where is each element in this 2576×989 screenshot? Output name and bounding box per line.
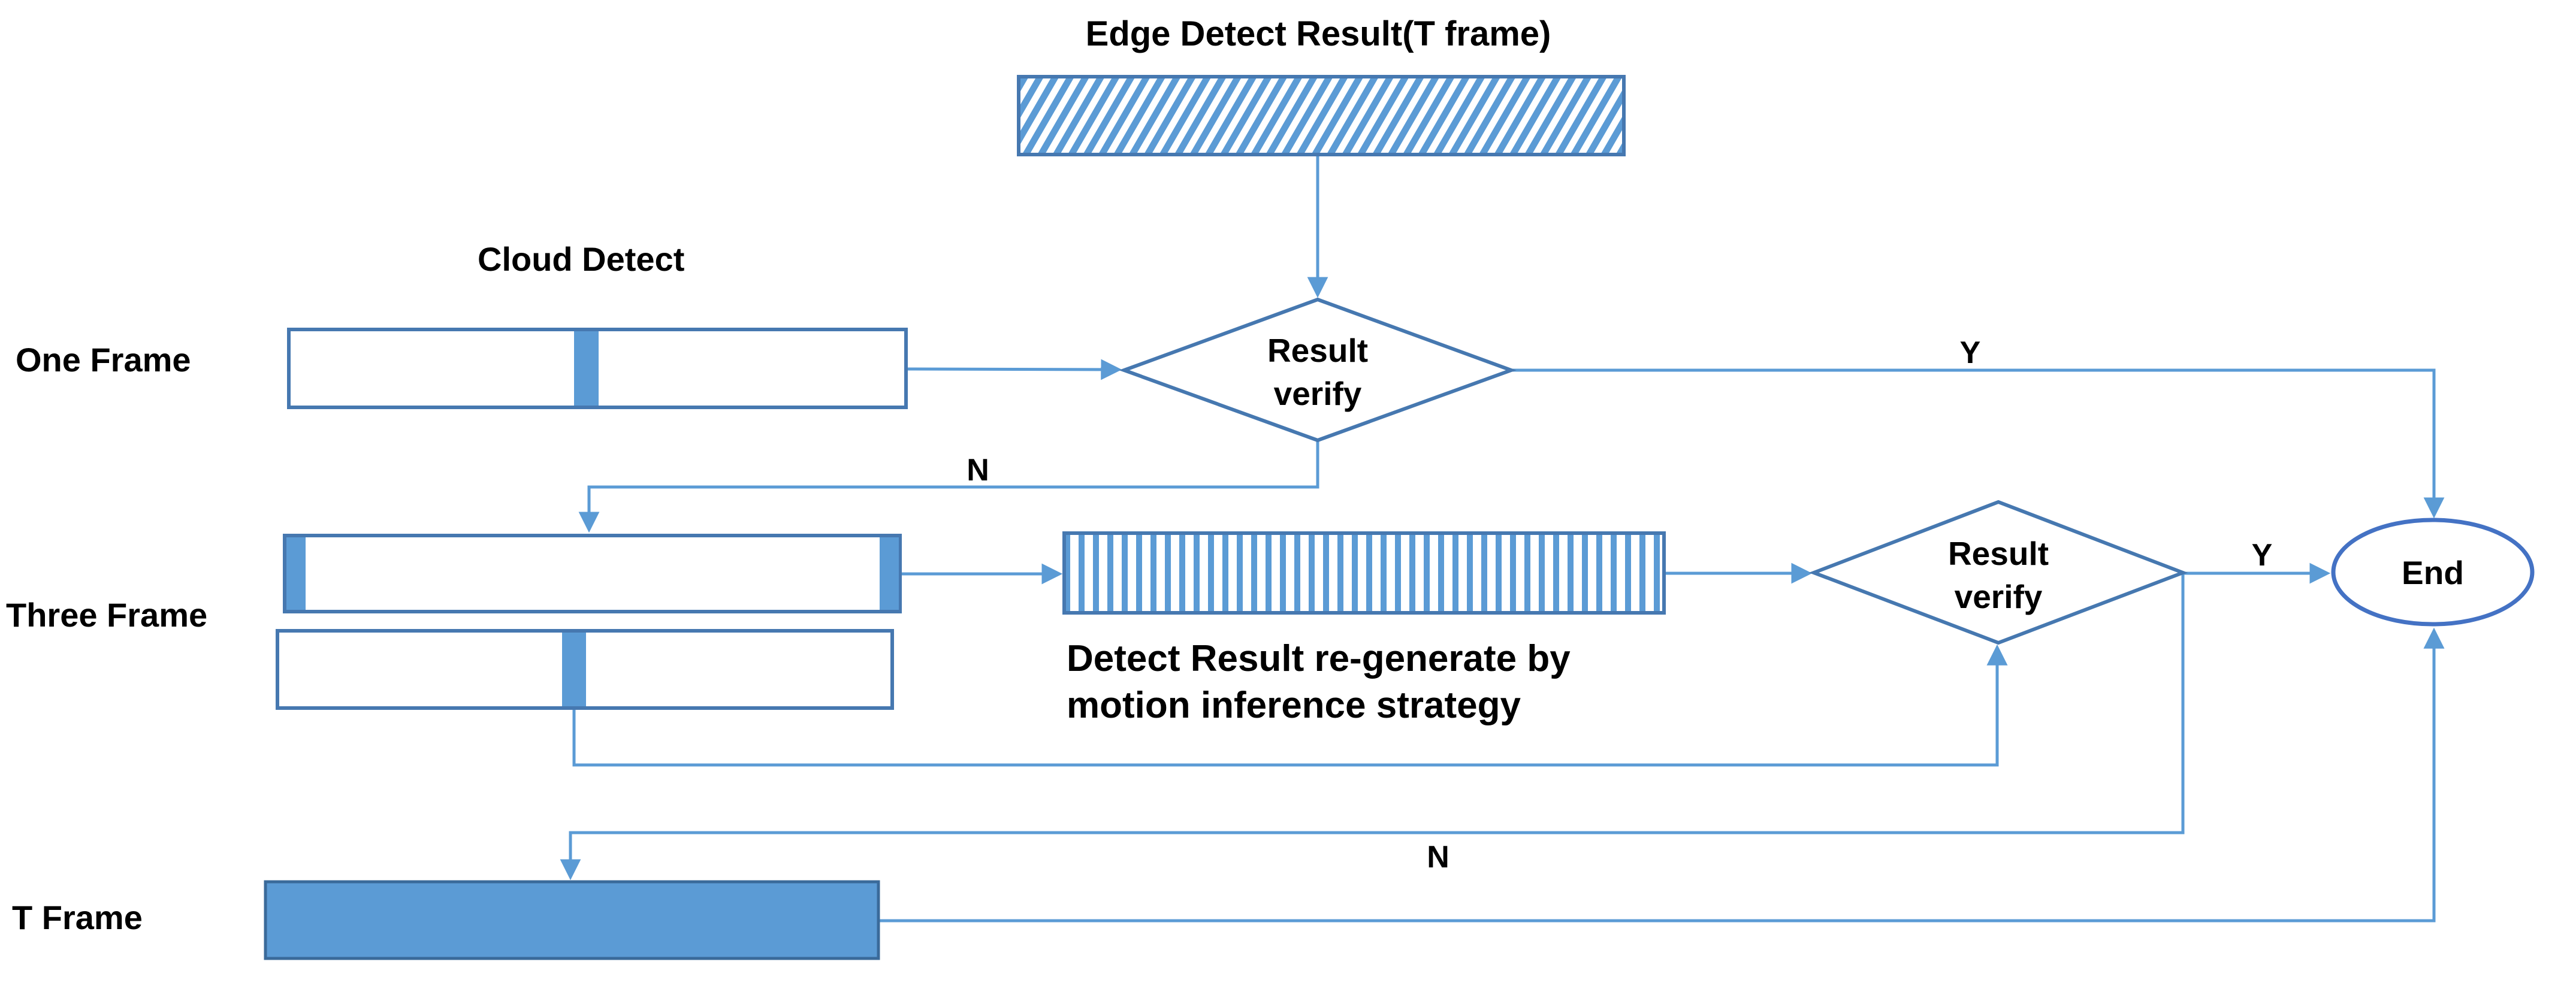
three-frame-node-2 [276, 629, 894, 710]
three-frame-feedback-connector [572, 644, 2008, 767]
diagonal-hatch-fill [1019, 77, 1624, 155]
t-frame-to-end-connector [878, 627, 2445, 923]
end-label: End [2402, 554, 2464, 591]
decision2-no-label: N [1427, 840, 1449, 875]
one-frame-node [287, 328, 908, 409]
end-node [2331, 518, 2535, 627]
one-frame-detect-bar [574, 331, 599, 406]
decision1-yes-connector [1511, 368, 2445, 519]
decision2-node [1808, 500, 2188, 645]
decision1-yes-label: Y [1960, 335, 1981, 370]
regenerated-result-node [1062, 531, 1666, 615]
three-frame1-right-bar [880, 537, 899, 610]
three-frame2-detect-bar [562, 633, 586, 706]
decision2-text-line1: Result [1948, 535, 2049, 572]
regenerate-note-line1: Detect Result re-generate by [1067, 638, 1571, 679]
regenerate-note-line2: motion inference strategy [1067, 685, 1521, 726]
cloud-detect-label: Cloud Detect [478, 240, 684, 278]
t-frame-label: T Frame [12, 899, 143, 936]
decision1-no-label: N [967, 453, 989, 488]
one-frame-label: One Frame [16, 341, 191, 379]
decision1-node [1119, 297, 1517, 443]
decision1-text-line2: verify [1274, 375, 1362, 412]
three-frame-label: Three Frame [6, 596, 207, 634]
decision2-no-connector [560, 573, 2185, 881]
three-frame-node-1 [283, 534, 902, 613]
vertical-stripe-fill [1064, 533, 1664, 613]
diagram-title: Edge Detect Result(T frame) [1086, 14, 1551, 53]
edge-detect-result-node [1017, 75, 1626, 156]
decision1-text-line1: Result [1267, 332, 1368, 369]
decision2-text-line2: verify [1955, 578, 2043, 615]
decision2-yes-label: Y [2252, 538, 2273, 573]
t-frame-node [264, 880, 880, 960]
decision1-no-connector [578, 440, 1319, 533]
one-frame-to-decision1-arrow [905, 359, 1122, 380]
three-frame1-left-bar [286, 537, 306, 610]
